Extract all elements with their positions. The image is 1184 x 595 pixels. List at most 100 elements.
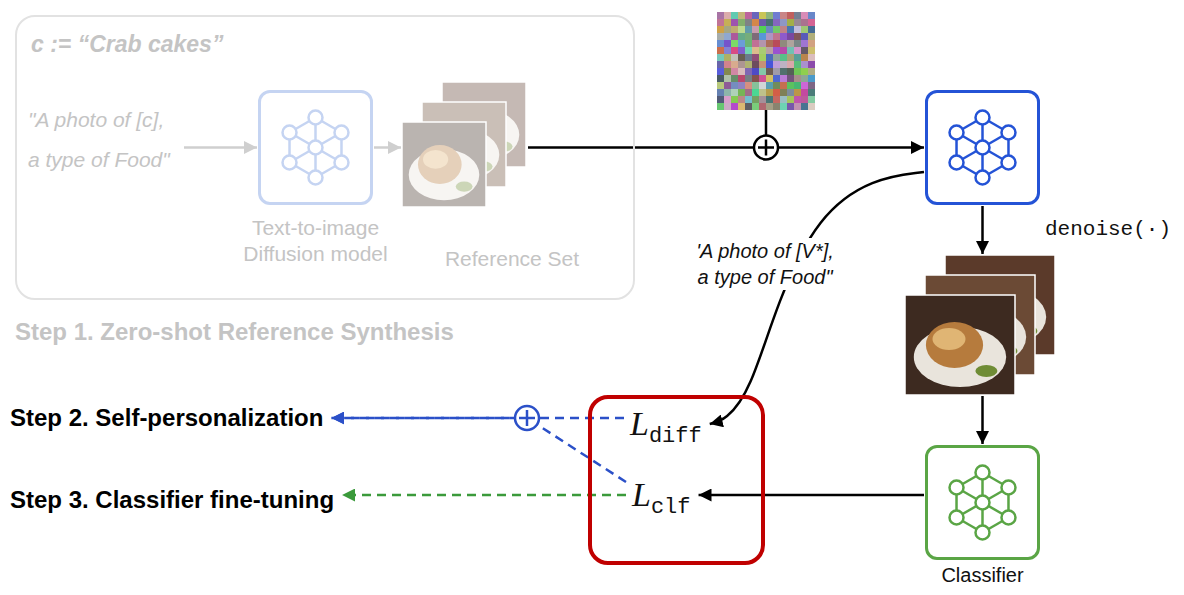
network-icon	[928, 93, 1037, 202]
noise-pixel	[794, 40, 801, 47]
crab-cake	[418, 145, 462, 184]
noise-pixel	[787, 96, 794, 103]
flow-arrow	[528, 146, 924, 149]
noise-pixel	[787, 12, 794, 19]
noise-pixel	[745, 82, 752, 89]
noise-pixel	[801, 12, 808, 19]
noise-pixel	[738, 54, 745, 61]
noise-pixel	[752, 47, 759, 54]
noise-pixel	[745, 96, 752, 103]
photo-stack	[402, 82, 526, 207]
loss-symbol: Ldiff	[628, 405, 704, 443]
noise-pixel	[752, 61, 759, 68]
photo-frame	[402, 122, 486, 207]
noise-pixel	[745, 54, 752, 61]
noise-pixel	[773, 12, 780, 19]
model-label: Text-to-image Diffusion model	[221, 215, 411, 268]
noise-pixel	[773, 82, 780, 89]
photo-frame	[905, 295, 1015, 395]
noise-pixel	[731, 96, 738, 103]
step-group: c := “Crab cakes”Step 1. Zero-shot Refer…	[15, 15, 635, 300]
noise-pixel	[808, 82, 815, 89]
noise-pixel	[766, 19, 773, 26]
noise-pixel	[780, 40, 787, 47]
noise-pixel	[787, 47, 794, 54]
noise-pixel	[731, 19, 738, 26]
loss-term: Lclf	[630, 476, 693, 514]
noise-pixel	[738, 89, 745, 96]
loss-symbol: Lclf	[630, 476, 693, 514]
photo-stack	[905, 255, 1055, 395]
image-stack: Reference Set	[402, 82, 526, 271]
flow-arrow	[981, 206, 984, 254]
noise-pixel	[759, 96, 766, 103]
noise-pixel	[752, 89, 759, 96]
noise-pixel	[808, 40, 815, 47]
network-icon-box	[925, 90, 1040, 205]
noise-pixel	[766, 54, 773, 61]
noise-pixel	[752, 96, 759, 103]
noise-pixel	[752, 12, 759, 19]
noise-pixel	[759, 89, 766, 96]
noise-pixel	[717, 103, 724, 110]
variable-definition: c := “Crab cakes”	[31, 31, 633, 58]
classifier-label: Classifier	[903, 564, 1063, 587]
noise-pixel	[801, 19, 808, 26]
noise-pixel	[794, 96, 801, 103]
noise-pixel	[759, 40, 766, 47]
noise-pixel	[773, 75, 780, 82]
noise-pixel	[794, 68, 801, 75]
subscript: diff	[649, 424, 702, 449]
noise-pixel	[731, 26, 738, 33]
noise-pixel	[717, 75, 724, 82]
noise-pixel	[738, 82, 745, 89]
noise-pixel	[801, 47, 808, 54]
noise-pixel	[738, 61, 745, 68]
noise-pixel	[780, 96, 787, 103]
noise-pixel	[766, 68, 773, 75]
noise-pixel	[745, 89, 752, 96]
sum-circle	[515, 406, 539, 430]
noise-pixel	[801, 26, 808, 33]
noise-pixel	[780, 103, 787, 110]
update-arrow	[331, 418, 626, 482]
network-unit	[334, 156, 348, 170]
noise-pixel	[787, 54, 794, 61]
noise-pixel	[717, 68, 724, 75]
noise-image	[717, 12, 815, 110]
noise-pixel	[766, 89, 773, 96]
noise-pixel	[717, 47, 724, 54]
noise-pixel	[780, 33, 787, 40]
noise-pixel	[717, 54, 724, 61]
noise-pixel	[724, 33, 731, 40]
noise-pixel	[759, 33, 766, 40]
noise-pixel	[787, 89, 794, 96]
noise-pixel	[787, 75, 794, 82]
noise-pixel	[780, 54, 787, 61]
network-unit	[976, 496, 990, 510]
flow-arrow	[184, 146, 257, 149]
noise-pixel	[752, 75, 759, 82]
food-photo	[402, 122, 486, 207]
noise-pixel	[808, 12, 815, 19]
crust-highlight	[423, 150, 448, 169]
noise-pixel	[724, 103, 731, 110]
noise-pixel	[801, 61, 808, 68]
network-unit	[283, 156, 297, 170]
noise-pixel	[808, 75, 815, 82]
symbol-letter: L	[630, 405, 649, 442]
noise-pixel	[808, 96, 815, 103]
network-unit	[1001, 156, 1015, 170]
noise-line	[765, 110, 768, 136]
noise-pixel	[717, 40, 724, 47]
noise-pixel	[745, 47, 752, 54]
noise-pixel	[731, 54, 738, 61]
noise-pixel	[801, 103, 808, 110]
noise-pixel	[745, 26, 752, 33]
noise-pixel	[731, 40, 738, 47]
noise-pixel	[773, 26, 780, 33]
update-arrow	[342, 494, 626, 497]
classifier-box: Classifier	[925, 445, 1040, 587]
noise-pixel	[745, 68, 752, 75]
noise-pixel	[752, 82, 759, 89]
